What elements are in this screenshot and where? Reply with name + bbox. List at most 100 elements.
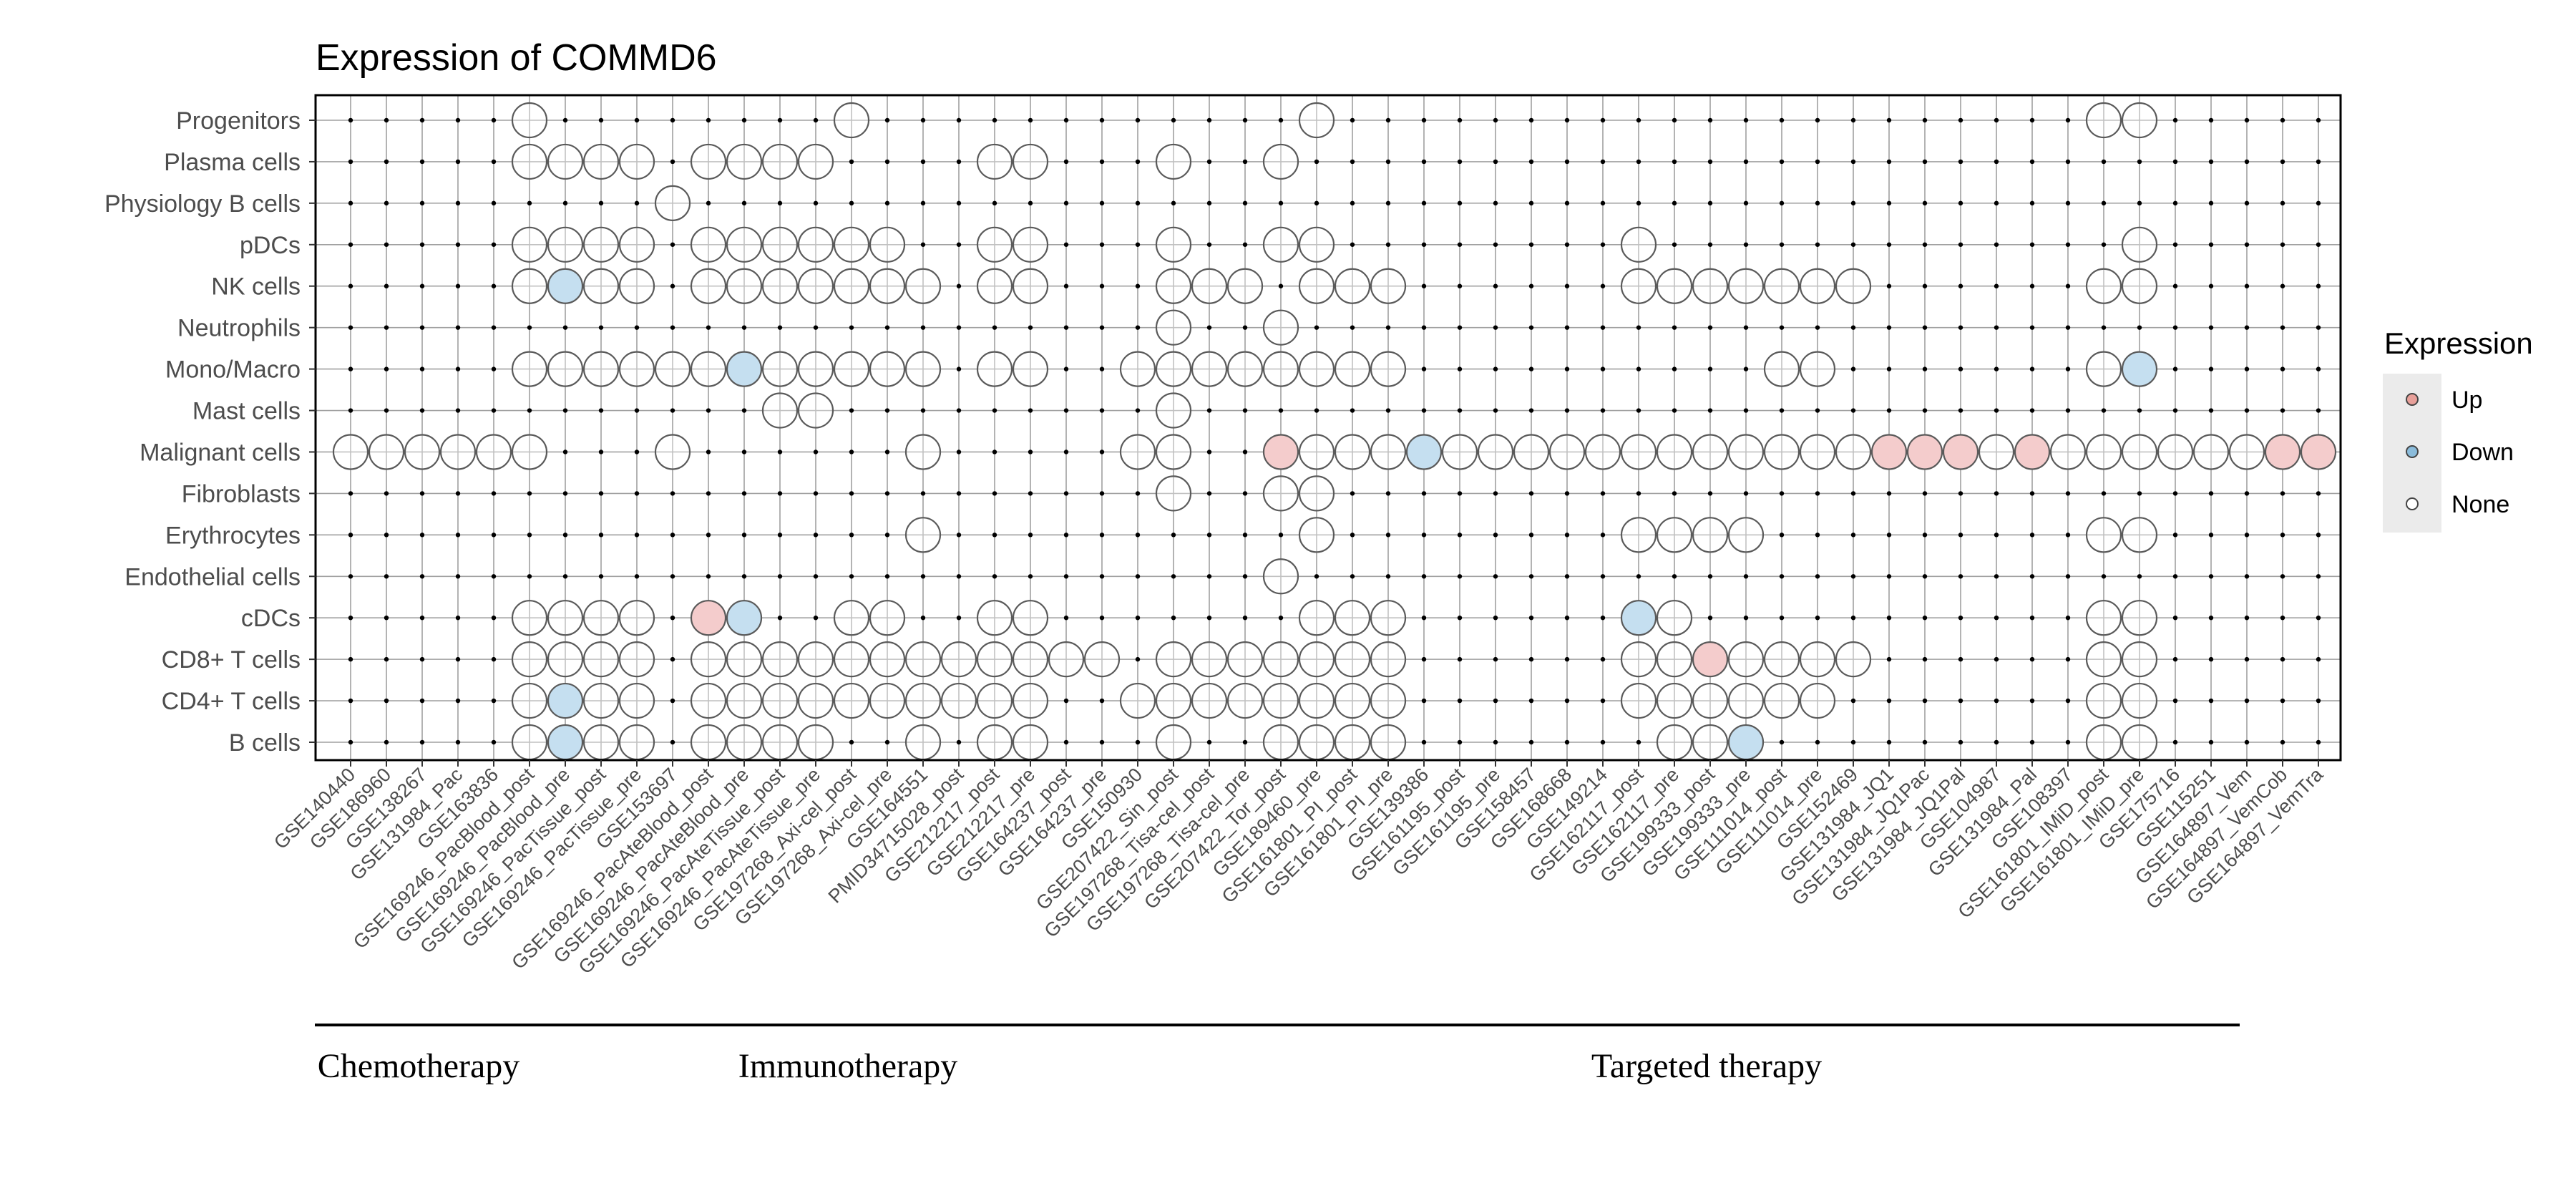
empty-point <box>598 408 604 413</box>
empty-point <box>384 366 389 371</box>
y-tick-label: Physiology B cells <box>104 190 301 218</box>
empty-point <box>1493 366 1498 371</box>
empty-point <box>1099 491 1105 496</box>
empty-point <box>1922 533 1928 538</box>
point-none <box>797 226 834 263</box>
point-none <box>690 724 727 761</box>
empty-point <box>348 325 353 330</box>
empty-point <box>2316 408 2321 413</box>
empty-point <box>1028 408 1033 413</box>
y-tick-label: Endothelial cells <box>125 563 301 590</box>
empty-point <box>1099 325 1105 330</box>
empty-point <box>1743 366 1749 371</box>
empty-point <box>1707 574 1713 579</box>
empty-point <box>1994 739 1999 745</box>
empty-point <box>1063 615 1069 621</box>
point-none <box>1370 641 1407 678</box>
point-none <box>1262 682 1299 719</box>
point-none <box>833 641 870 678</box>
empty-point <box>1242 574 1248 579</box>
empty-point <box>1171 533 1176 538</box>
point-none <box>1727 268 1765 304</box>
point-none <box>904 351 942 387</box>
empty-point <box>527 325 532 330</box>
point-none <box>726 682 763 719</box>
empty-point <box>1099 449 1105 455</box>
empty-point <box>2244 117 2250 123</box>
empty-point <box>419 574 425 579</box>
point-none <box>797 351 834 387</box>
empty-point <box>348 739 353 745</box>
point-none <box>1298 600 1335 636</box>
point-none <box>1155 682 1192 719</box>
empty-point <box>1206 449 1212 455</box>
empty-point <box>2316 117 2321 123</box>
empty-point <box>1206 574 1212 579</box>
empty-point <box>419 325 425 330</box>
point-up <box>1906 434 1943 470</box>
empty-point <box>348 615 353 621</box>
empty-point <box>1099 200 1105 206</box>
empty-point <box>2172 739 2178 745</box>
point-none <box>618 682 655 719</box>
empty-point <box>491 533 497 538</box>
empty-point <box>2280 242 2285 247</box>
empty-point <box>1886 325 1892 330</box>
empty-point <box>1278 283 1284 288</box>
point-down <box>1727 724 1765 761</box>
point-none <box>654 185 691 221</box>
empty-point <box>419 533 425 538</box>
point-none <box>1334 600 1371 636</box>
y-tick-label: CD8+ T cells <box>162 646 301 674</box>
empty-point <box>849 325 854 330</box>
empty-point <box>419 200 425 206</box>
empty-point <box>1886 159 1892 165</box>
empty-point <box>992 200 997 206</box>
group-label: Targeted therapy <box>1591 1047 1822 1085</box>
empty-point <box>670 615 675 621</box>
empty-point <box>1206 200 1212 206</box>
point-none <box>690 351 727 387</box>
point-none <box>726 268 763 304</box>
point-none <box>582 351 620 387</box>
point-none <box>1298 102 1335 139</box>
empty-point <box>1707 159 1713 165</box>
empty-point <box>1672 159 1677 165</box>
empty-point <box>884 533 890 538</box>
empty-point <box>1421 656 1427 662</box>
empty-point <box>2172 200 2178 206</box>
empty-point <box>1672 200 1677 206</box>
empty-point <box>1958 656 1963 662</box>
empty-point <box>1743 117 1749 123</box>
empty-point <box>920 615 926 621</box>
empty-point <box>2280 366 2285 371</box>
empty-point <box>2029 117 2035 123</box>
empty-point <box>562 117 568 123</box>
point-none <box>797 682 834 719</box>
point-none <box>1727 641 1765 678</box>
empty-point <box>1457 325 1463 330</box>
point-up <box>1942 434 1979 470</box>
empty-point <box>670 325 675 330</box>
point-none <box>761 724 799 761</box>
point-none <box>976 143 1013 180</box>
empty-point <box>1779 159 1785 165</box>
empty-point <box>527 491 532 496</box>
legend-label: Down <box>2451 439 2514 466</box>
point-none <box>2228 434 2265 470</box>
empty-point <box>777 491 783 496</box>
empty-point <box>1672 408 1677 413</box>
empty-point <box>741 533 747 538</box>
empty-point <box>1815 574 1820 579</box>
point-none <box>2085 434 2122 470</box>
empty-point <box>1457 656 1463 662</box>
point-none <box>1048 641 1085 678</box>
legend-key <box>2406 393 2419 406</box>
empty-point <box>1063 739 1069 745</box>
empty-point <box>2029 408 2035 413</box>
empty-point <box>1528 408 1534 413</box>
empty-point <box>2244 698 2250 704</box>
empty-point <box>1314 574 1319 579</box>
